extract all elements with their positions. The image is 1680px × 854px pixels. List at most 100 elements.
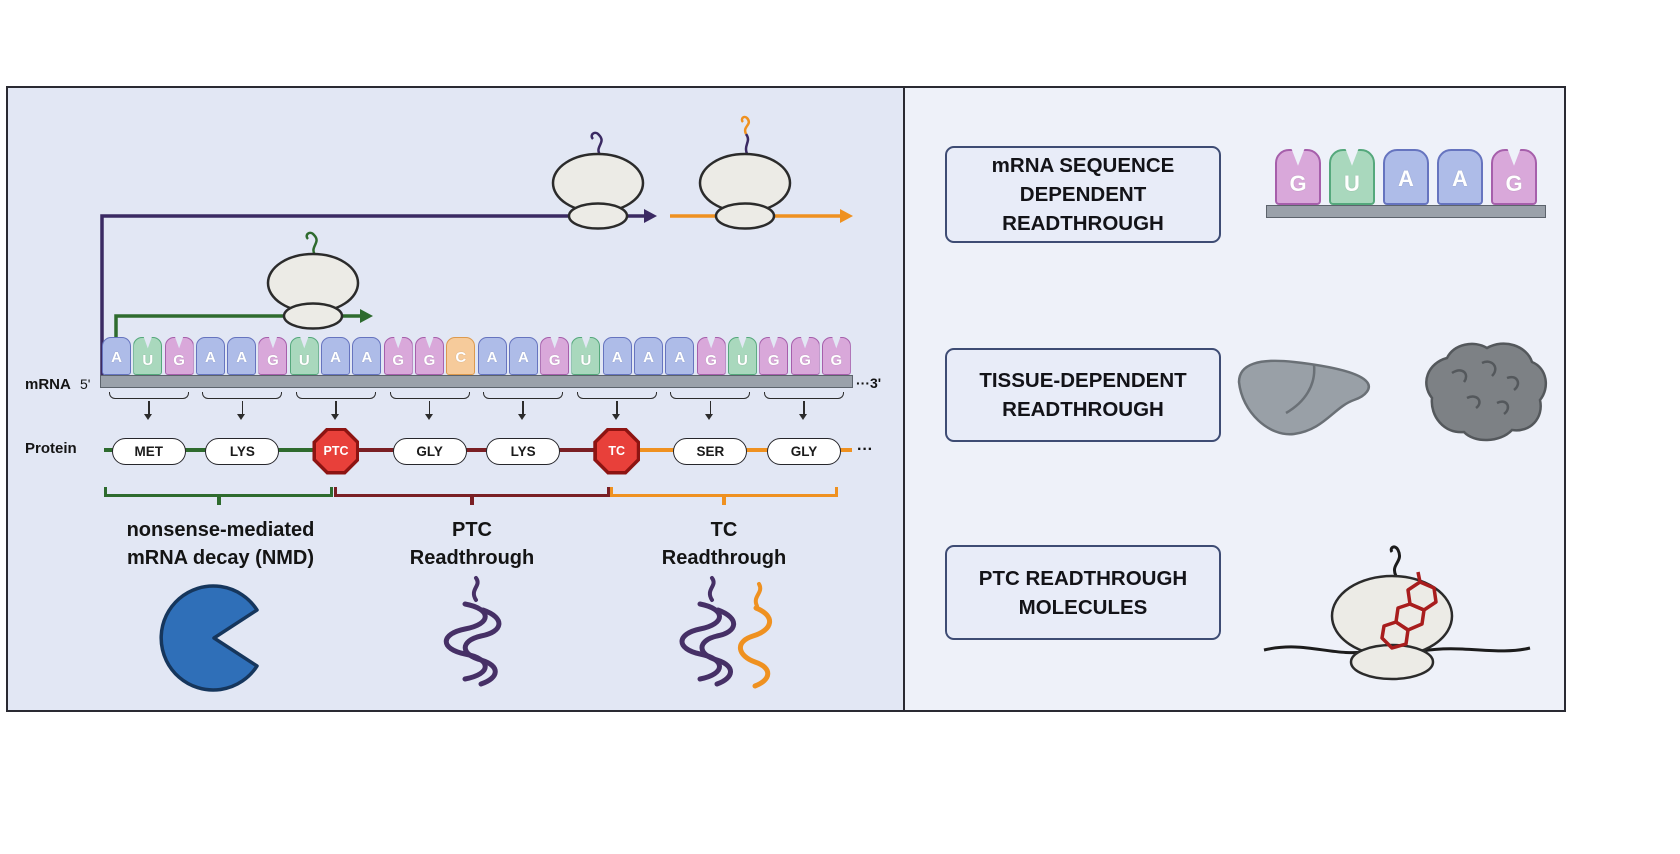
nucleotide-letter: A (486, 348, 498, 366)
amino-acid-label: LYS (229, 443, 255, 459)
codon-bracket-group (196, 392, 290, 420)
nucleotide-G: G (164, 337, 194, 375)
ptc-readthrough-molecule-icon (1263, 545, 1531, 681)
amino-acid-pill: GLY (766, 437, 841, 465)
mrna-strand-line (1421, 646, 1531, 653)
readthrough-molecule-structure (1380, 571, 1438, 650)
nucleotide-letter: G (392, 352, 404, 369)
nucleotide-letter: A (517, 348, 529, 366)
nucleotide-A: A (477, 337, 507, 375)
nucleotide-G: G (1275, 149, 1321, 205)
nucleotide-U: U (133, 337, 163, 375)
protein-cell: GLY (383, 429, 477, 473)
stop-codon-label: TC (608, 444, 626, 458)
codon-bracket-icon (389, 392, 470, 399)
nucleotide-letter: A (236, 348, 248, 366)
nucleotide-A: A (102, 337, 131, 375)
nucleotide-letter: A (611, 348, 623, 366)
nascent-peptide-icon (305, 231, 318, 257)
tc-bracket-tick (722, 496, 726, 505)
nucleotide-G: G (759, 337, 789, 375)
codon-bracket-icon (670, 392, 751, 399)
nucleotide-letter: U (737, 352, 748, 369)
nucleotide-G: G (1491, 149, 1537, 205)
nucleotide-letter: A (361, 348, 373, 366)
nucleotide-letter: G (830, 352, 843, 369)
truncated-protein-icon (443, 576, 502, 687)
codon-map (102, 392, 851, 420)
nucleotide-letter: G (767, 352, 780, 369)
nucleotide-letter: G (799, 352, 811, 369)
nascent-peptide-icon (744, 133, 750, 157)
ptc-readthrough-bracket (334, 487, 610, 497)
ribosome-small-subunit (1349, 643, 1435, 681)
nucleotide-A: A (1383, 149, 1429, 205)
nucleotide-A: A (195, 337, 225, 375)
nucleotide-A: A (602, 337, 632, 375)
tc-readthrough-bracket (610, 487, 838, 497)
down-arrow-icon (519, 401, 526, 420)
nmd-pathway-label: nonsense-mediated mRNA decay (NMD) (93, 517, 348, 572)
mrna-strand-bar (100, 375, 853, 388)
mrna-label: mRNA (25, 376, 71, 393)
amino-acid-label: MET (134, 443, 164, 459)
codon-bracket-icon (295, 392, 376, 399)
codon-bracket-icon (202, 392, 283, 399)
ptc-pathway-label: PTC Readthrough (392, 517, 552, 572)
codon-bracket-icon (108, 392, 189, 399)
nucleotide-letter: U (298, 352, 310, 369)
nucleotide-letter: G (1505, 171, 1523, 196)
protein-ellipsis: ··· (857, 441, 873, 458)
amino-acid-pill: GLY (392, 437, 467, 465)
nucleotide-A: A (508, 337, 538, 375)
nucleotide-A: A (1437, 149, 1483, 205)
nucleotide-letter: G (548, 352, 561, 369)
nucleotide-G: G (696, 337, 726, 375)
three-prime-label: ···3' (856, 375, 882, 391)
codon-bracket-group (570, 392, 664, 420)
nucleotide-A: A (227, 337, 257, 375)
ribosome-icon (551, 131, 645, 230)
nucleotide-U: U (727, 337, 757, 375)
protein-cell: TC (570, 427, 664, 475)
codon-bracket-icon (483, 392, 564, 399)
stop-octagon-face: PTC (315, 431, 356, 471)
down-arrow-icon (425, 401, 432, 420)
nucleotide-G: G (540, 337, 570, 375)
amino-acid-pill: SER (673, 437, 748, 465)
nascent-peptide-icon (590, 131, 603, 157)
nascent-peptide-extension-icon (740, 115, 751, 135)
down-arrow-icon (238, 401, 245, 420)
mrna-sequence-dependent-box: mRNA SEQUENCE DEPENDENT READTHROUGH (945, 146, 1221, 243)
ptc-label-line1: PTC (452, 519, 492, 541)
nucleotide-letter: G (173, 352, 185, 369)
nucleotide-letter: G (705, 352, 717, 369)
sequence-strand-bar (1266, 205, 1546, 218)
ribosome-icon (266, 231, 360, 330)
tc-label-line1: TC (710, 519, 738, 541)
nucleotide-G: G (414, 337, 444, 375)
protein-cell: LYS (196, 429, 290, 473)
nucleotide-U: U (571, 337, 601, 375)
ptc-readthrough-molecules-box: PTC READTHROUGH MOLECULES (945, 545, 1221, 640)
amino-acid-label: SER (696, 443, 725, 459)
box2-line2: READTHROUGH (1002, 398, 1164, 421)
stop-octagon-face: TC (596, 431, 637, 471)
nmd-label-line1: nonsense-mediated (126, 519, 315, 541)
down-arrow-icon (706, 401, 713, 420)
codon-bracket-group (476, 392, 570, 420)
nmd-bracket (104, 487, 333, 497)
brain-icon (1425, 342, 1548, 442)
nucleotide-G: G (383, 337, 413, 375)
down-arrow-icon (612, 401, 619, 420)
nmd-label-line2: mRNA decay (NMD) (126, 546, 315, 569)
codon-bracket-group (383, 392, 477, 420)
box1-line1: mRNA SEQUENCE (991, 154, 1175, 177)
codon-bracket-icon (576, 392, 657, 399)
nucleotide-letter: G (423, 352, 436, 369)
codon-bracket-group (289, 392, 383, 420)
codon-bracket-group (102, 392, 196, 420)
